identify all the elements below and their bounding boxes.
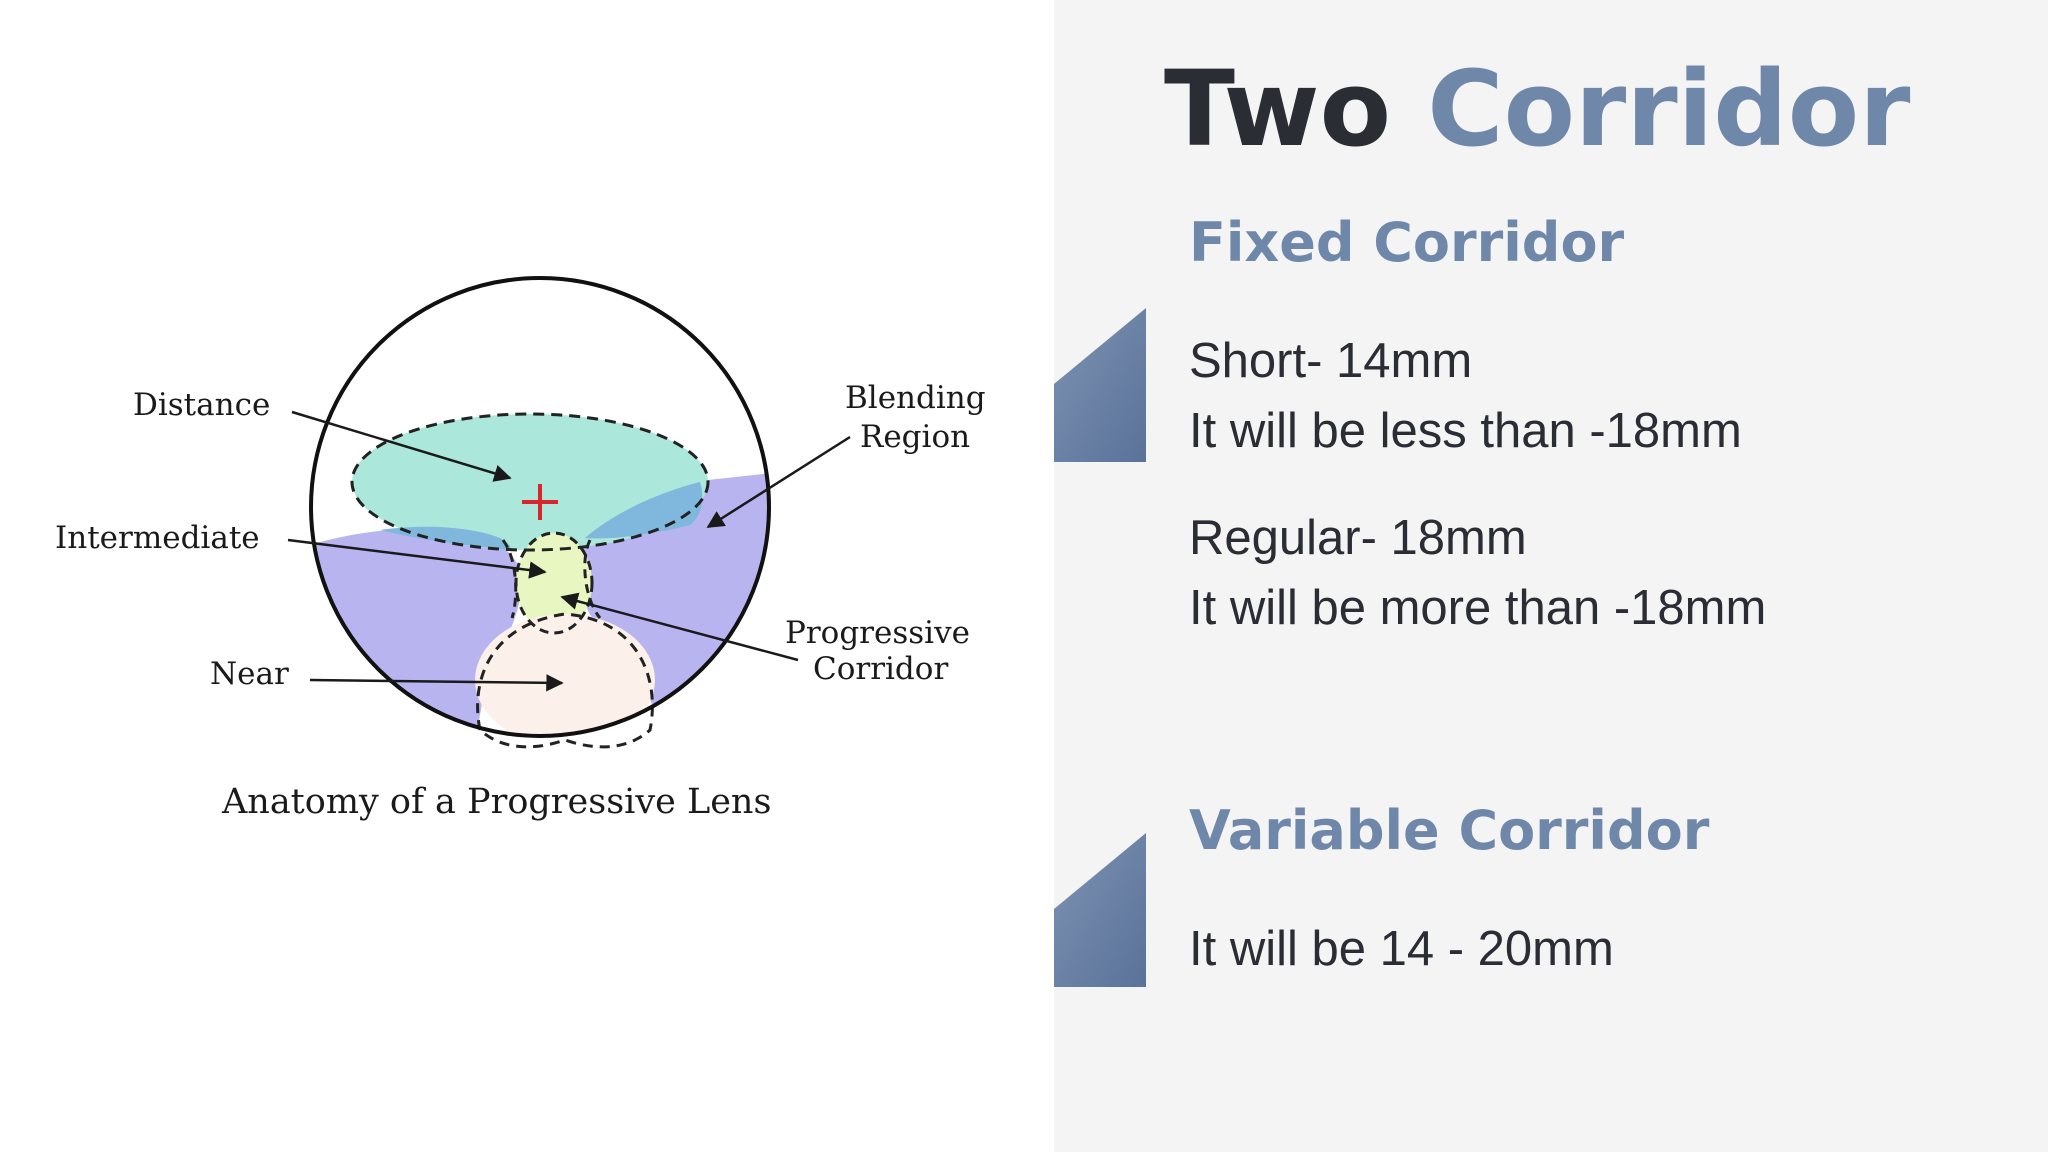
distance-arrow [291,410,512,482]
fixed-line-short: Short- 14mm [1189,334,1473,388]
blending-arrow [706,435,851,529]
corridor-boundary-left [501,539,518,619]
blending-label-line2: Region [860,419,970,455]
distance-label: Distance [133,387,270,423]
content-panel: Two Corridor Fixed Corridor Short- 14mm … [1054,0,2048,1152]
fixed-corridor-heading: Fixed Corridor [1189,211,1625,274]
corridor-boundary-right [583,539,602,619]
intermediate-arrow [287,538,547,579]
near-label: Near [210,656,289,692]
fitting-cross-icon [522,484,558,520]
title-part-2: Corridor [1427,48,1911,170]
progressive-label-line2: Corridor [813,651,948,687]
lens-outline [309,276,771,738]
variable-line-range: It will be 14 - 20mm [1189,922,1614,976]
near-arrow [309,674,564,692]
fixed-line-more: It will be more than -18mm [1189,581,1767,635]
fixed-line-regular: Regular- 18mm [1189,511,1527,565]
near-zone [475,614,655,736]
intermediate-label: Intermediate [55,520,260,556]
overlap-left [380,526,511,550]
title-part-1: Two [1164,48,1392,170]
progressive-corridor-arrow [560,592,799,662]
slide-title: Two Corridor [1164,52,1910,166]
distance-zone-outline [350,412,710,552]
diagram-caption: Anatomy of a Progressive Lens [221,782,771,822]
near-zone-outline [476,612,654,749]
diagram-panel: Distance Blending Region Intermediate Pr… [55,276,986,822]
overlap-right [585,482,703,539]
progressive-label-line1: Progressive [785,615,970,651]
blending-label-line1: Blending [845,380,986,416]
progressive-lens-diagram: Distance Blending Region Intermediate Pr… [55,276,986,822]
variable-corridor-heading: Variable Corridor [1189,799,1710,862]
accent-wedge-variable [1054,833,1146,987]
fixed-line-less: It will be less than -18mm [1189,404,1742,458]
accent-wedge-fixed [1054,308,1146,462]
